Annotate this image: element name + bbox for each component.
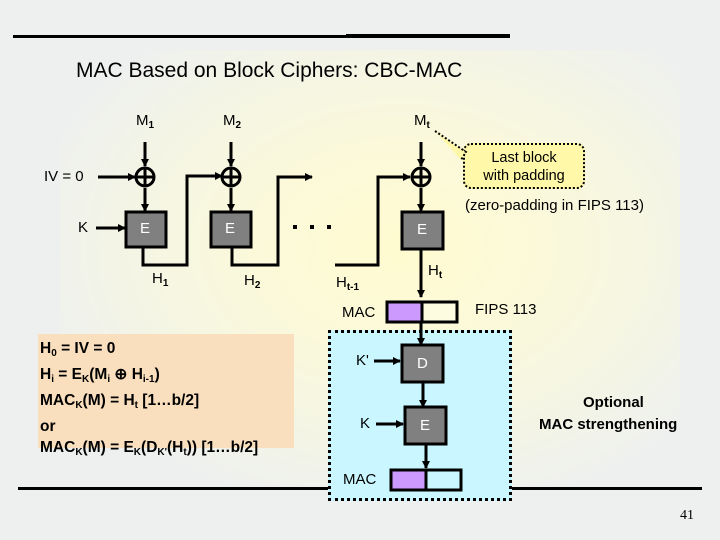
h2-label: H2: [244, 272, 261, 291]
key-label-1: K: [78, 219, 89, 236]
ellipsis-dots: [293, 225, 331, 229]
callout-line-2: with padding: [483, 168, 565, 184]
encrypt-box-t: [400, 210, 445, 251]
decrypt-box: [400, 343, 445, 384]
last-block-callout: Last block with padding: [463, 143, 585, 189]
callout-line-1: Last block: [491, 150, 557, 166]
m2-label: M2: [223, 112, 242, 131]
formula-line-2: Hi = EK(Mi ⊕ Hi-1): [40, 366, 160, 385]
xor-2-icon: [220, 166, 242, 188]
decrypt-label: D: [417, 355, 428, 372]
slide-title: MAC Based on Block Ciphers: CBC-MAC: [76, 59, 463, 82]
ht-label: Ht: [428, 262, 443, 281]
key-prime-label: K': [356, 352, 369, 369]
mt-label: Mt: [414, 112, 430, 131]
mac-label-2: MAC: [343, 471, 377, 488]
encrypt-box-final: [403, 405, 448, 446]
encrypt-label-2: E: [225, 220, 236, 237]
encrypt-box-2: [209, 210, 253, 249]
fips-label: FIPS 113: [475, 301, 537, 318]
formula-box: H0 = IV = 0 Hi = EK(Mi ⊕ Hi-1) MACK(M) =…: [38, 334, 294, 458]
mac-label-1: MAC: [342, 304, 376, 321]
top-rule-segment: [346, 34, 510, 37]
xor-t-icon: [410, 166, 432, 188]
mac-register-right: [420, 300, 459, 324]
page-number: 41: [680, 508, 694, 523]
final-mac-register-right: [424, 468, 463, 492]
callout-pointer: [434, 130, 468, 161]
encrypt-label-1: E: [140, 220, 151, 237]
strengthening-line-1: Optional: [583, 394, 644, 411]
formula-line-4: or: [40, 418, 56, 435]
encrypt-label-t: E: [417, 221, 428, 238]
encrypt-label-final: E: [420, 417, 431, 434]
key-label-2: K: [360, 415, 371, 432]
ht1-line: [335, 173, 411, 267]
formula-line-1: H0 = IV = 0: [40, 340, 116, 359]
mac-register-left: [385, 300, 424, 324]
formula-line-5: MACK(M) = EK(DK'(Ht)) [1…b/2]: [40, 439, 259, 458]
h1-line: [141, 172, 223, 267]
zero-padding-note: (zero-padding in FIPS 113): [465, 197, 644, 214]
h1-label: H1: [152, 270, 169, 289]
m1-label: M1: [136, 112, 155, 131]
strengthening-line-2: MAC strengthening: [539, 416, 678, 433]
iv-label: IV = 0: [44, 168, 84, 185]
formula-line-3: MACK(M) = Ht [1…b/2]: [40, 392, 200, 411]
encrypt-box-1: [124, 210, 168, 249]
final-mac-register-left: [389, 468, 428, 492]
h2-line: [230, 173, 313, 267]
ht1-label: Ht-1: [336, 274, 360, 293]
xor-1-icon: [134, 166, 156, 188]
top-rule: [13, 35, 510, 38]
